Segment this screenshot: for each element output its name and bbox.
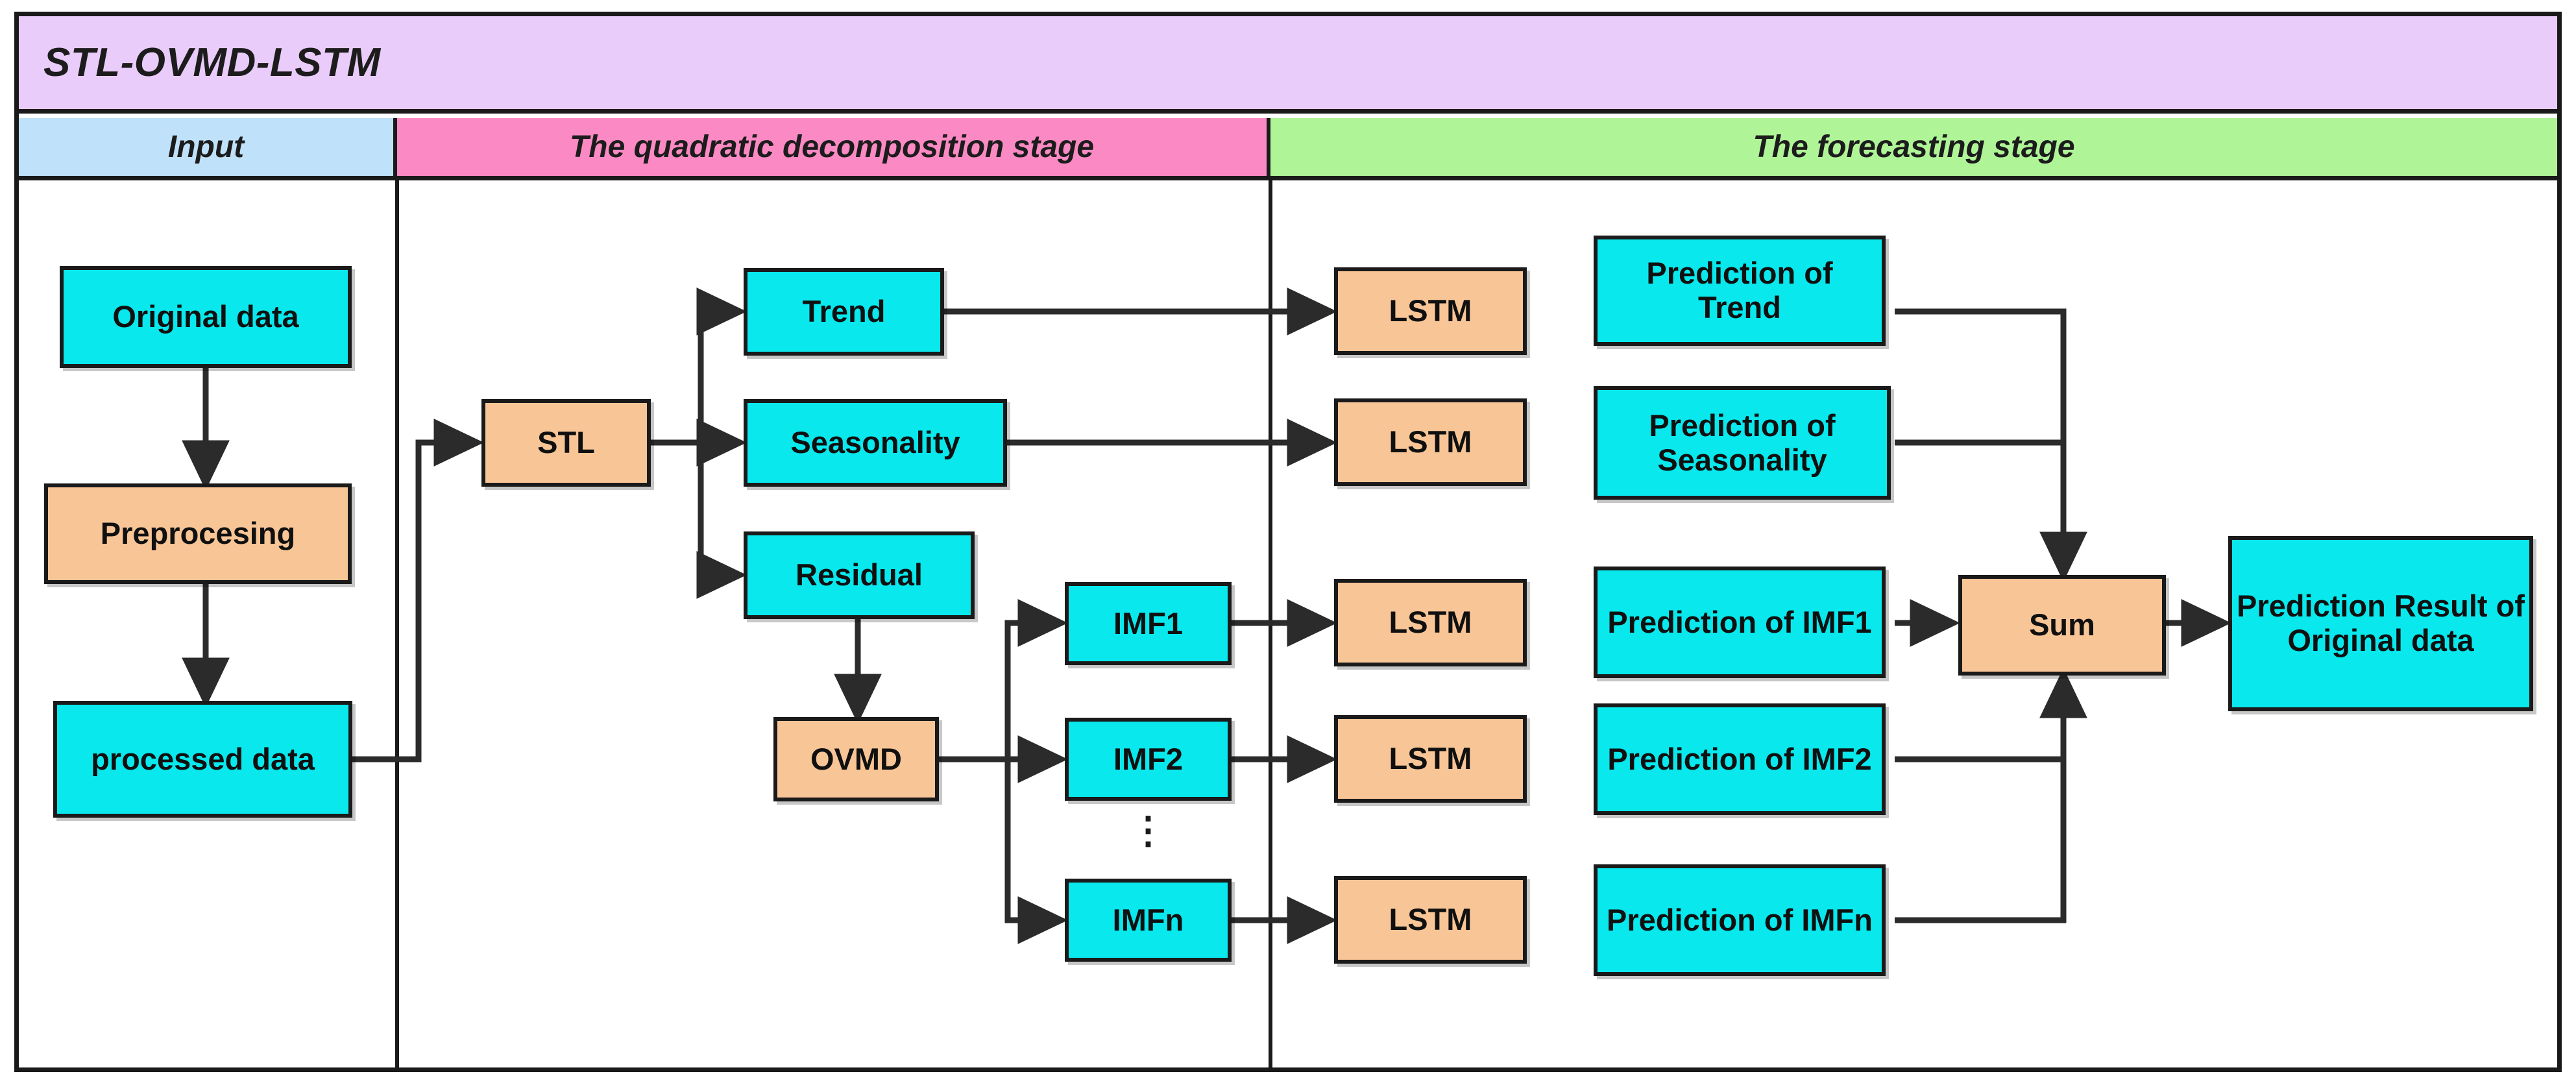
node-lstm-seasonality[interactable]: LSTM <box>1334 398 1527 486</box>
node-processed-data[interactable]: processed data <box>53 701 352 818</box>
node-label: IMF1 <box>1113 605 1184 640</box>
node-label: Preprocesing <box>100 516 296 551</box>
node-seasonality[interactable]: Seasonality <box>744 399 1007 487</box>
stage-header-decomposition: The quadratic decomposition stage <box>397 118 1270 180</box>
stage-header-forecasting: The forecasting stage <box>1270 118 2557 180</box>
column-divider-decomposition-forecasting <box>1269 180 1272 1067</box>
node-label: LSTM <box>1389 424 1472 459</box>
stage-header-input: Input <box>19 118 397 180</box>
node-label: IMFn <box>1112 902 1184 937</box>
page-title: STL-OVMD-LSTM <box>43 40 381 85</box>
node-stl[interactable]: STL <box>481 399 651 487</box>
node-label: Prediction of IMF2 <box>1607 741 1872 776</box>
imf-ellipsis: ⋮ <box>1129 809 1167 851</box>
node-final-prediction-result[interactable]: Prediction Result of Original data <box>2228 536 2533 711</box>
node-residual[interactable]: Residual <box>744 531 975 619</box>
node-imf1[interactable]: IMF1 <box>1065 582 1232 665</box>
node-label: Prediction Result of Original data <box>2237 589 2525 657</box>
node-label: LSTM <box>1389 741 1472 776</box>
node-prediction-of-trend[interactable]: Prediction of Trend <box>1594 236 1886 346</box>
node-label: Residual <box>796 557 923 592</box>
node-preprocessing[interactable]: Preprocesing <box>44 483 352 584</box>
node-ovmd[interactable]: OVMD <box>773 717 939 801</box>
node-label: Prediction of IMF1 <box>1607 604 1872 639</box>
node-label: STL <box>537 425 595 460</box>
diagram-title-band: STL-OVMD-LSTM <box>19 16 2557 114</box>
node-lstm-imfn[interactable]: LSTM <box>1334 876 1527 964</box>
node-label: OVMD <box>810 741 902 776</box>
node-imfn[interactable]: IMFn <box>1065 879 1232 962</box>
node-label: Seasonality <box>790 425 960 460</box>
node-label: Prediction of Seasonality <box>1649 408 1836 477</box>
node-lstm-imf2[interactable]: LSTM <box>1334 715 1527 803</box>
node-prediction-of-imf1[interactable]: Prediction of IMF1 <box>1594 567 1886 678</box>
node-label: LSTM <box>1389 605 1472 640</box>
node-prediction-of-imfn[interactable]: Prediction of IMFn <box>1594 864 1886 976</box>
stage-label-input: Input <box>167 130 245 164</box>
node-label: Original data <box>112 299 299 334</box>
node-label: Prediction of IMFn <box>1607 902 1873 937</box>
node-label: IMF2 <box>1113 741 1184 776</box>
node-lstm-trend[interactable]: LSTM <box>1334 267 1527 355</box>
stage-label-forecasting: The forecasting stage <box>1753 130 2075 164</box>
node-prediction-of-imf2[interactable]: Prediction of IMF2 <box>1594 703 1886 815</box>
column-divider-input-decomposition <box>395 180 399 1067</box>
node-imf2[interactable]: IMF2 <box>1065 718 1232 801</box>
node-trend[interactable]: Trend <box>744 268 944 356</box>
node-label: LSTM <box>1389 902 1472 937</box>
node-label: LSTM <box>1389 293 1472 328</box>
node-label: Sum <box>2029 607 2095 642</box>
node-label: Trend <box>802 294 886 329</box>
node-prediction-of-seasonality[interactable]: Prediction of Seasonality <box>1594 386 1891 500</box>
node-label: Prediction of Trend <box>1646 256 1833 324</box>
stage-label-decomposition: The quadratic decomposition stage <box>569 130 1095 164</box>
node-original-data[interactable]: Original data <box>60 266 352 368</box>
node-label: processed data <box>91 741 315 776</box>
node-lstm-imf1[interactable]: LSTM <box>1334 579 1527 666</box>
node-sum[interactable]: Sum <box>1958 575 2166 676</box>
